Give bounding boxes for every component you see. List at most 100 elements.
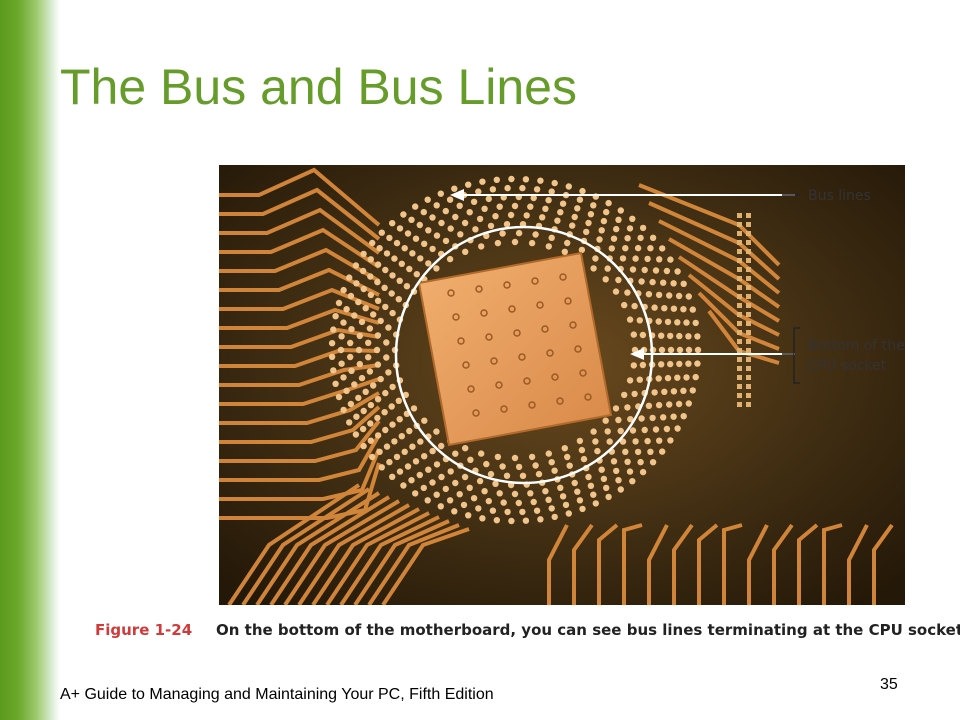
bus-trace xyxy=(772,523,794,605)
socket-pin xyxy=(592,255,599,262)
socket-pin xyxy=(412,490,419,497)
socket-pin xyxy=(600,475,608,483)
socket-pin xyxy=(360,285,367,293)
pad-mark xyxy=(579,369,587,377)
socket-pin xyxy=(416,471,423,479)
bus-trace xyxy=(572,523,594,605)
socket-pin xyxy=(683,319,690,326)
socket-pin xyxy=(519,508,526,516)
socket-pin xyxy=(637,458,644,466)
bus-trace xyxy=(219,363,380,387)
bus-trace xyxy=(219,227,381,269)
socket-pin xyxy=(367,401,375,409)
socket-pin xyxy=(604,428,611,435)
socket-pin xyxy=(400,211,407,218)
socket-pin xyxy=(442,237,450,245)
socket-pin xyxy=(651,304,658,311)
socket-pin xyxy=(603,208,610,216)
accent-sidebar xyxy=(0,0,60,720)
header-pin xyxy=(737,330,742,335)
socket-pin xyxy=(391,255,398,262)
socket-pin xyxy=(667,360,674,368)
socket-pin xyxy=(362,305,369,312)
socket-pin xyxy=(389,473,396,480)
socket-pin xyxy=(629,478,636,485)
socket-pin xyxy=(451,508,458,515)
socket-pin xyxy=(462,248,469,255)
socket-pin xyxy=(457,231,464,238)
socket-pin xyxy=(367,256,374,263)
socket-pin xyxy=(442,485,449,493)
socket-pin xyxy=(383,354,390,361)
header-pin xyxy=(737,375,742,380)
socket-pin xyxy=(367,437,374,444)
socket-pin xyxy=(545,243,552,250)
header-pin xyxy=(746,402,751,407)
callout-bus-lines: Bus lines xyxy=(808,188,871,204)
socket-pin xyxy=(676,332,683,340)
socket-pin xyxy=(452,213,459,221)
socket-pin xyxy=(391,438,398,445)
header-pin xyxy=(746,249,751,254)
socket-pin xyxy=(408,477,415,484)
socket-pin xyxy=(447,468,454,475)
socket-pin xyxy=(429,479,436,486)
socket-pin xyxy=(685,400,692,407)
socket-pin xyxy=(651,389,658,396)
header-pin xyxy=(737,384,742,389)
socket-pin xyxy=(583,228,590,236)
header-pin xyxy=(737,213,742,218)
socket-pin xyxy=(466,484,473,491)
cpu-socket-highlight-circle xyxy=(394,225,654,485)
socket-pin xyxy=(613,225,620,233)
socket-pin xyxy=(694,360,701,367)
bus-trace xyxy=(747,524,769,605)
socket-pin xyxy=(692,319,699,327)
socket-pin xyxy=(666,401,673,408)
pad-mark xyxy=(452,313,460,321)
socket-pin xyxy=(409,250,416,257)
socket-pin xyxy=(537,177,544,184)
cpu-socket-pad xyxy=(417,251,613,447)
bus-trace xyxy=(219,167,381,227)
socket-pin xyxy=(634,448,642,456)
socket-pin xyxy=(667,332,674,340)
socket-pin xyxy=(492,480,499,487)
socket-pin xyxy=(461,219,469,227)
socket-pin xyxy=(433,428,440,435)
socket-pin xyxy=(472,226,479,233)
socket-pin xyxy=(374,396,382,403)
socket-pin xyxy=(652,426,660,433)
figure-label: Figure 1-24 xyxy=(95,621,193,639)
socket-pin xyxy=(395,296,402,303)
socket-pin xyxy=(366,325,374,332)
pad-mark xyxy=(508,305,516,313)
socket-pin xyxy=(381,409,388,416)
socket-pin xyxy=(592,500,599,507)
socket-pin xyxy=(522,517,530,524)
socket-pin xyxy=(359,425,367,433)
socket-pin xyxy=(548,234,555,241)
socket-pin xyxy=(433,265,440,272)
socket-pin xyxy=(352,431,360,438)
socket-pin xyxy=(360,250,367,258)
socket-pin xyxy=(578,246,586,254)
pad-mark xyxy=(523,377,531,385)
socket-pin xyxy=(515,463,523,471)
socket-pin xyxy=(645,402,653,409)
socket-pin xyxy=(416,221,423,229)
socket-pin xyxy=(500,194,507,201)
socket-pin xyxy=(523,212,530,219)
socket-pin xyxy=(476,215,484,223)
bus-trace xyxy=(672,523,694,605)
socket-pin xyxy=(639,331,647,339)
pad-mark xyxy=(536,301,544,309)
bus-trace xyxy=(381,527,470,605)
bus-trace xyxy=(219,391,381,425)
socket-pin xyxy=(389,272,396,279)
bus-trace xyxy=(219,434,381,482)
socket-pin xyxy=(576,196,584,203)
socket-pin xyxy=(433,491,440,498)
socket-pin xyxy=(522,176,530,183)
socket-pin xyxy=(655,401,663,409)
